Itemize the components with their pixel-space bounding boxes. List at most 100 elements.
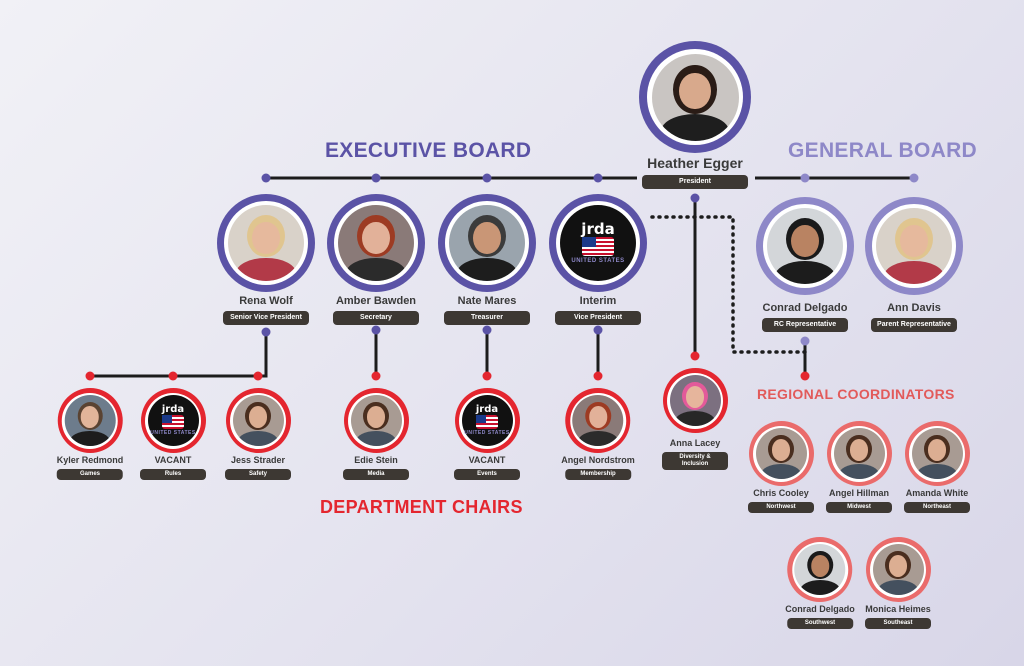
jrda-logo-subtitle: UNITED STATES [464,429,510,436]
shoulders-shape [884,261,944,284]
role-badge: Diversity &Inclusion [662,452,728,470]
role-badge: Safety [225,469,291,480]
dotted-connector [90,332,268,378]
face-shape [80,406,100,428]
general-board-node-avatar-ring [865,197,963,295]
regional-coordinator-node-portrait-dark-hair-man [791,541,848,598]
person-name: Jess Strader [230,455,286,465]
face-shape [252,221,280,254]
connector-dot [593,173,603,183]
face-shape [248,406,268,428]
department-chairs-heading: DEPARTMENT CHAIRS [320,497,523,517]
department-chair-node-avatar-ring [225,388,291,453]
face-shape [771,439,791,461]
shoulders-shape [238,430,278,446]
executive-node-avatar-ring [327,194,425,292]
connector-dot [690,193,700,203]
connector-dot [85,371,95,381]
person-name: Ann Davis [887,302,941,314]
department-chair-node-portrait-redhead-woman [569,392,626,449]
connector-dot [261,173,271,183]
portrait-photo [911,428,963,479]
executive-board-heading: EXECUTIVE BOARD [325,139,532,162]
connector-dot [371,325,381,335]
person-name: Amanda White [905,488,969,498]
department-chair-node-portrait-woman [348,392,404,449]
face-shape [900,224,928,257]
face-shape [849,439,869,461]
role-badge-line: Diversity & [679,454,711,460]
regional-coordinator-node-portrait-woman [753,425,809,482]
us-flag-icon [582,236,614,257]
shoulders-shape [236,258,296,281]
face-shape [366,406,386,428]
us-flag-icon [162,415,184,429]
regional-coordinator-node-avatar-ring [787,537,853,602]
face-shape [927,439,947,461]
role-badge: Secretary [333,311,419,326]
executive-node-portrait-bearded-man [445,201,529,285]
connector-dot [253,371,263,381]
portrait-photo [833,428,885,479]
person-name: VACANT [468,455,506,465]
portrait-photo [350,395,402,446]
regional-coordinator-node-avatar-ring [904,421,970,486]
general-board-heading: GENERAL BOARD [788,139,978,162]
department-chair-node-portrait-man [61,392,118,449]
connector-dot [261,327,271,337]
shoulders-shape [917,463,957,479]
role-badge: President [642,175,748,190]
shoulders-shape [70,430,110,446]
face-shape [685,386,705,408]
person-name: Edie Stein [354,455,398,465]
portrait-photo [794,544,846,595]
department-chair-node-avatar-ring [57,388,123,453]
connector-dot [482,173,492,183]
shoulders-shape [761,463,801,479]
shoulders-shape [800,579,840,595]
connector-dot [482,325,492,335]
role-badge: Vice President [555,311,641,326]
connector-dot [800,371,810,381]
connector-dot [482,371,492,381]
shoulders-shape [578,430,618,446]
face-shape [473,221,501,254]
portrait-photo [338,205,414,281]
regional-coordinator-node-avatar-ring [865,537,931,602]
role-badge: Membership [564,469,631,480]
person-name: Conrad Delgado [762,302,848,314]
person-name: Heather Egger [647,155,743,171]
portrait-photo [64,395,116,446]
dotted-connector [650,215,807,354]
role-badge: Parent Representative [871,318,957,333]
person-name: VACANT [154,455,192,465]
portrait-photo [872,544,924,595]
person-name: Nate Mares [457,295,517,307]
face-shape [888,555,908,577]
regional-coordinator-node-portrait-woman [831,425,887,482]
regional-coordinators-heading: REGIONAL COORDINATORS [757,386,955,402]
person-name: Angel Nordstrom [561,455,635,465]
portrait-photo [876,208,952,284]
us-flag-icon [476,415,498,429]
shoulders-shape [457,258,517,281]
role-badge: RC Representative [762,318,848,333]
person-name: Anna Lacey [669,438,721,448]
face-shape [679,72,711,110]
shoulders-shape [675,410,715,426]
role-badge: Treasurer [444,311,530,326]
shoulders-shape [346,258,406,281]
